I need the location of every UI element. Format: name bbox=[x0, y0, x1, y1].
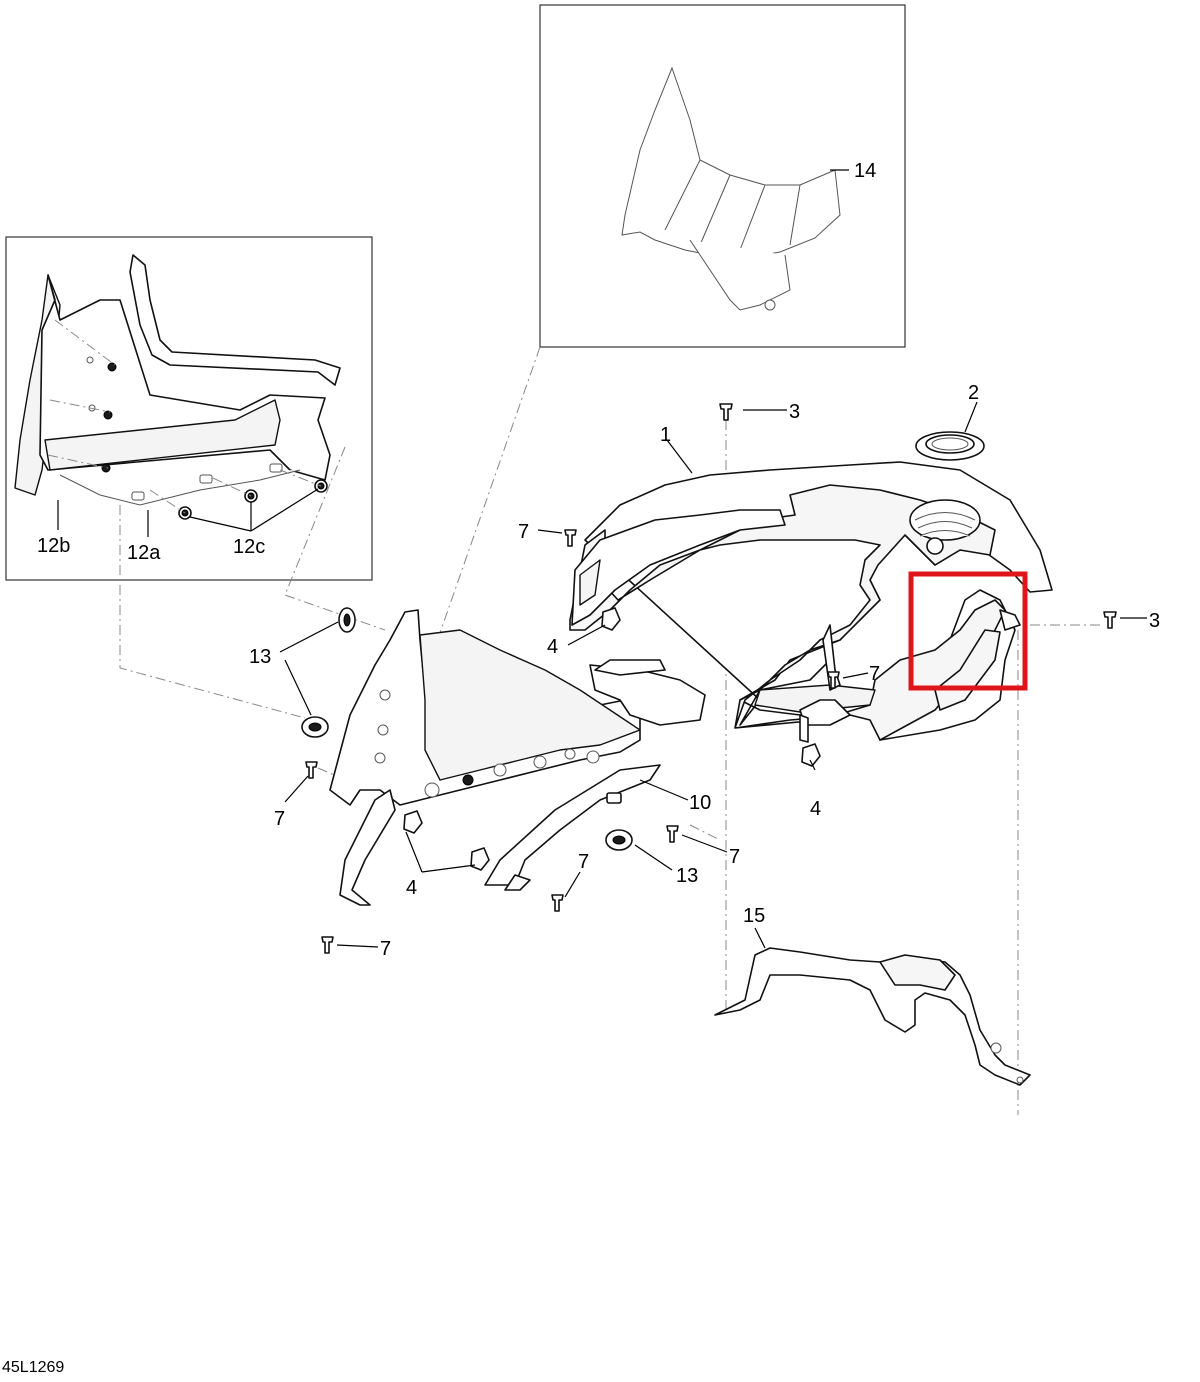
screw-hardware bbox=[305, 403, 1117, 954]
hood-part-1 bbox=[569, 461, 1053, 743]
inset-frame-deflector bbox=[5, 236, 373, 581]
callout-7: 7 bbox=[869, 663, 880, 685]
windshield-part-14 bbox=[621, 66, 841, 311]
callout-13: 13 bbox=[249, 646, 271, 668]
callout-3: 3 bbox=[1149, 610, 1160, 632]
callout-7: 7 bbox=[518, 521, 529, 543]
callout-14: 14 bbox=[854, 160, 876, 182]
callout-10: 10 bbox=[689, 792, 711, 814]
callout-12b: 12b bbox=[37, 535, 70, 557]
callout-15: 15 bbox=[743, 905, 765, 927]
gasket-part-2 bbox=[915, 431, 985, 461]
clip-hardware bbox=[403, 607, 821, 871]
leader-lines bbox=[57, 169, 1147, 949]
callout-7: 7 bbox=[578, 851, 589, 873]
callout-4: 4 bbox=[810, 798, 821, 820]
callout-7: 7 bbox=[729, 846, 740, 868]
deflector-part-12 bbox=[14, 254, 341, 520]
callout-2: 2 bbox=[968, 382, 979, 404]
inset-frame-windshield bbox=[539, 4, 906, 348]
highlight-box bbox=[908, 571, 1028, 691]
callout-12c: 12c bbox=[233, 536, 265, 558]
callout-4: 4 bbox=[406, 877, 417, 899]
document-number: 45L1269 bbox=[2, 1359, 64, 1376]
callout-4: 4 bbox=[547, 636, 558, 658]
callout-7: 7 bbox=[380, 938, 391, 960]
callout-labels: 14 3 2 1 7 3 4 7 4 13 7 10 7 13 7 4 7 15… bbox=[37, 160, 1160, 960]
grommet-part-13 bbox=[301, 607, 633, 851]
callout-1: 1 bbox=[660, 424, 671, 446]
callout-12a: 12a bbox=[127, 542, 161, 564]
callout-3: 3 bbox=[789, 401, 800, 423]
callout-13: 13 bbox=[676, 865, 698, 887]
bracket-part-15 bbox=[714, 947, 1031, 1086]
nose-cone-part-10 bbox=[329, 609, 706, 906]
callout-7: 7 bbox=[274, 808, 285, 830]
